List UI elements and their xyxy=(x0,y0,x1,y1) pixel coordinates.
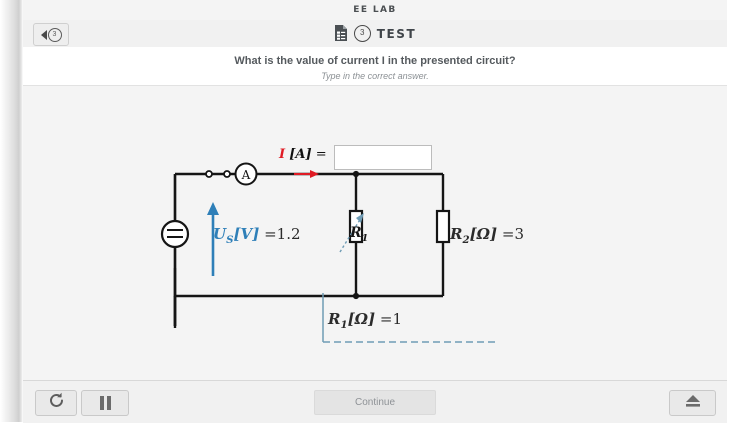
source-arrow-head xyxy=(207,202,219,215)
question-prompt: What is the value of current I in the pr… xyxy=(234,55,516,67)
chevron-left-icon xyxy=(40,29,47,40)
refresh-button[interactable] xyxy=(35,390,77,416)
current-equals: = xyxy=(315,147,327,162)
circuit-canvas: A I [A] = US[V] =1.2 R1 R2[Ω] =3 xyxy=(23,85,727,381)
nav-bar: 3 3 TEST xyxy=(23,20,727,48)
nav-title-group: 3 TEST xyxy=(23,20,727,47)
r1-subscript: 1 xyxy=(361,232,369,244)
source-subscript: S xyxy=(226,234,234,246)
circuit-diagram: A xyxy=(160,162,498,343)
callout-subscript: 1 xyxy=(340,319,348,331)
source-unit: [V] xyxy=(233,225,260,243)
refresh-icon xyxy=(48,392,65,414)
r2-unit: [Ω] xyxy=(469,225,498,243)
title-bar: EE LAB xyxy=(23,0,727,21)
current-symbol: I xyxy=(279,147,286,162)
callout-equals: = xyxy=(379,310,393,328)
r2-label: R2[Ω] =3 xyxy=(450,225,524,246)
current-label: I [A] = xyxy=(279,147,327,162)
callout-unit: [Ω] xyxy=(347,310,376,328)
callout-leader-line xyxy=(339,217,362,253)
answer-input[interactable] xyxy=(334,145,432,170)
callout-leader-arrow xyxy=(356,213,364,223)
switch-terminal-left xyxy=(205,170,213,178)
source-label: US[V] =1.2 xyxy=(213,225,301,246)
callout-symbol: R xyxy=(328,310,341,328)
document-icon xyxy=(334,25,348,42)
eject-icon xyxy=(683,393,703,413)
source-equals: = xyxy=(264,225,277,243)
r2-subscript: 2 xyxy=(462,234,470,246)
r2-equals: = xyxy=(501,225,515,243)
back-button[interactable]: 3 xyxy=(33,23,69,46)
r1-symbol: R xyxy=(350,225,362,241)
question-zone: What is the value of current I in the pr… xyxy=(23,47,727,85)
app-title: EE LAB xyxy=(353,5,397,15)
ammeter-label: A xyxy=(241,168,251,182)
resistor-r2 xyxy=(435,209,451,244)
bottom-toolbar: Continue xyxy=(23,380,727,423)
current-arrow-head xyxy=(310,170,319,178)
r1-label: R1 xyxy=(350,225,368,244)
current-unit: [A] xyxy=(289,147,312,162)
eject-button[interactable] xyxy=(669,390,716,416)
junction-dot-top xyxy=(352,170,360,178)
callout-value: 1 xyxy=(392,310,403,328)
back-badge: 3 xyxy=(47,27,62,42)
window-edge-shadow xyxy=(0,0,23,422)
ammeter-symbol xyxy=(234,162,258,186)
r1-callout-label: R1[Ω] =1 xyxy=(328,310,402,331)
r2-value: 3 xyxy=(514,225,525,243)
source-symbol: U xyxy=(213,225,227,243)
r2-symbol: R xyxy=(450,225,463,243)
pause-button[interactable] xyxy=(81,390,129,416)
nav-title-label: TEST xyxy=(376,26,417,41)
switch-terminal-right xyxy=(223,170,231,178)
junction-dot-bottom xyxy=(352,292,360,300)
continue-button[interactable]: Continue xyxy=(314,390,436,415)
voltage-source-symbol xyxy=(160,219,190,249)
source-value: 1.2 xyxy=(276,225,301,243)
pause-icon xyxy=(99,396,111,410)
question-hint: Type in the correct answer. xyxy=(321,71,429,81)
step-badge: 3 xyxy=(353,25,371,42)
